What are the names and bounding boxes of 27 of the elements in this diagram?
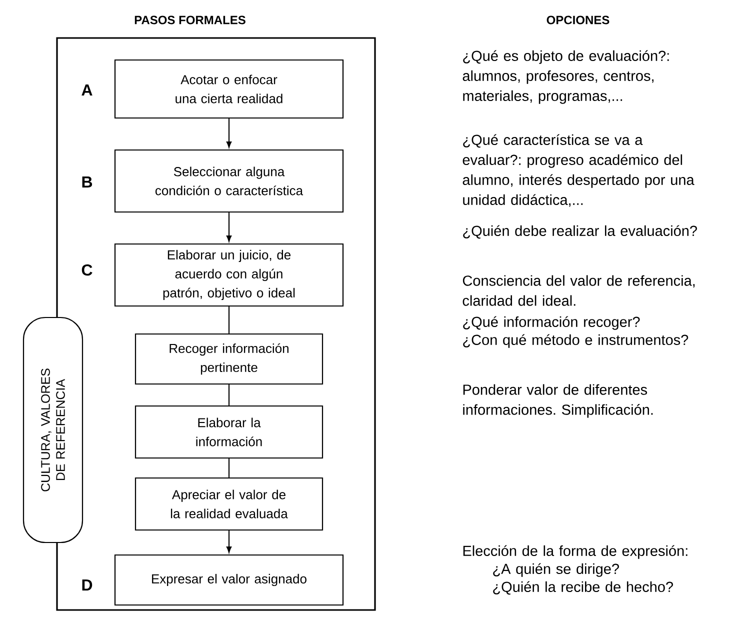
step-letter: A	[82, 84, 92, 96]
option-text: Elección de la forma de expresión:	[463, 545, 688, 559]
option-text: ¿Con qué método e instrumentos?	[463, 334, 688, 348]
option-text: ¿Quién debe realizar la evaluación?	[463, 225, 697, 239]
option-text: Ponderar valor de diferentes informaciones. Simplificación.	[463, 384, 653, 418]
arrow	[226, 530, 232, 553]
process-box: Expresar el valor asignado	[114, 554, 344, 606]
arrow	[226, 212, 232, 242]
column-heading: PASOS FORMALES	[134, 16, 246, 24]
option-text: ¿Qué característica se va a evaluar?: progreso académico del alumno, interés despertado por una unidad didáctica,...	[462, 134, 694, 207]
step-letter: C	[82, 264, 92, 276]
step-letter: B	[82, 176, 92, 188]
option-text: Consciencia del valor de referencia, claridad del ideal.	[462, 275, 695, 306]
step-letter: D	[82, 580, 92, 590]
process-box: Elaborar un juicio, de acuerdo con algún patrón, objetivo o ideal	[114, 243, 344, 307]
process-box: Apreciar el valor de la realidad evaluada	[134, 477, 324, 531]
process-box: Elaborar la información	[134, 405, 324, 459]
arrow	[226, 118, 232, 148]
option-text: ¿Qué información recoger?	[463, 316, 640, 330]
option-text: ¿Qué es objeto de evaluación?: alumnos, profesores, centros, materiales, programas,...	[462, 50, 669, 104]
option-text: ¿A quién se dirige?	[493, 563, 619, 577]
rounded-side-box: CULTURA, VALORES DE REFERENCIA	[22, 316, 84, 544]
process-box: Seleccionar alguna condición o característica	[114, 149, 344, 213]
option-text: ¿Quién la recibe de hecho?	[493, 581, 673, 595]
process-box: Acotar o enfocar una cierta realidad	[114, 59, 344, 119]
column-heading: OPCIONES	[546, 16, 610, 24]
process-box: Recoger información pertinente	[134, 333, 324, 385]
